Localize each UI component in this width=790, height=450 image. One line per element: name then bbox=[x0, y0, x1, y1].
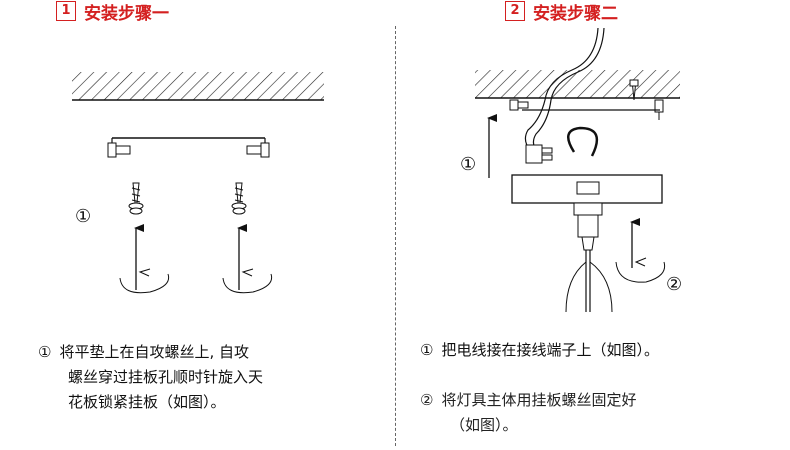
caption-step1-line2: 螺丝穿过挂板孔顺时针旋入天 bbox=[68, 368, 264, 386]
caption-step2-wiring-line1: ① 把电线接在接线端子上（如图）。 bbox=[420, 338, 780, 363]
ceiling-screw-left bbox=[509, 99, 529, 111]
installation-diagram: ① bbox=[72, 27, 682, 313]
step-2-title: 2 安装步骤二 bbox=[505, 0, 618, 24]
marker-one-left: ① bbox=[75, 206, 91, 227]
ceiling-screw-right bbox=[654, 99, 664, 120]
caption-step2-fixing-line2: （如图）。 bbox=[450, 416, 518, 434]
ceiling-right bbox=[475, 70, 680, 99]
ceiling-screw-middle bbox=[629, 79, 639, 101]
cable-gland bbox=[573, 181, 603, 312]
caption-step2-wiring-text: 把电线接在接线端子上（如图）。 bbox=[441, 341, 659, 359]
caption-step1-line3: 花板锁紧挂板（如图）。 bbox=[68, 393, 226, 411]
mounting-bracket bbox=[107, 137, 270, 158]
caption-step2-wiring-num: ① bbox=[420, 341, 434, 359]
cable-curve-right bbox=[589, 261, 613, 313]
caption-step1-text1: 将平垫上在自攻螺丝上, 自攻 bbox=[59, 343, 249, 361]
caption-step2-fixing-text1: 将灯具主体用挂板螺丝固定好 bbox=[441, 391, 637, 409]
marker-one-right: ① bbox=[460, 154, 476, 175]
terminal-block bbox=[525, 144, 553, 164]
cable-curve-left bbox=[565, 261, 587, 313]
caption-step2-fixing-num: ② bbox=[420, 391, 434, 409]
rotation-arrow-right bbox=[222, 273, 273, 294]
rotation-arrow-step2 bbox=[615, 261, 666, 283]
rotation-arrow-left bbox=[119, 273, 170, 294]
caption-step2-fixing: ② 将灯具主体用挂板螺丝固定好 （如图）。 bbox=[420, 388, 780, 438]
caption-step2-fixing-line1: ② 将灯具主体用挂板螺丝固定好 bbox=[420, 388, 780, 413]
caption-step1: ① 将平垫上在自攻螺丝上, 自攻 螺丝穿过挂板孔顺时针旋入天 花板锁紧挂板（如图）… bbox=[38, 340, 358, 415]
marker-two-right: ② bbox=[666, 274, 682, 295]
ceiling-left bbox=[72, 72, 324, 101]
bracket-bolt-left bbox=[107, 142, 131, 158]
step-1-number: 1 bbox=[56, 1, 76, 21]
step-1-title-text: 安装步骤一 bbox=[84, 3, 169, 24]
self-tapping-screw-right bbox=[231, 182, 247, 215]
caption-step1-num: ① bbox=[38, 343, 52, 361]
step-1-title: 1 安装步骤一 bbox=[56, 0, 169, 24]
step-2-number: 2 bbox=[505, 1, 525, 21]
caption-step2-wiring: ① 把电线接在接线端子上（如图）。 bbox=[420, 338, 780, 363]
step-2-title-text: 安装步骤二 bbox=[533, 3, 618, 24]
self-tapping-screw-left bbox=[128, 182, 144, 215]
caption-step1-line1: ① 将平垫上在自攻螺丝上, 自攻 bbox=[38, 340, 358, 365]
bracket-bolt-right bbox=[246, 142, 270, 158]
vertical-divider bbox=[395, 26, 396, 446]
hanging-hook bbox=[567, 126, 599, 157]
